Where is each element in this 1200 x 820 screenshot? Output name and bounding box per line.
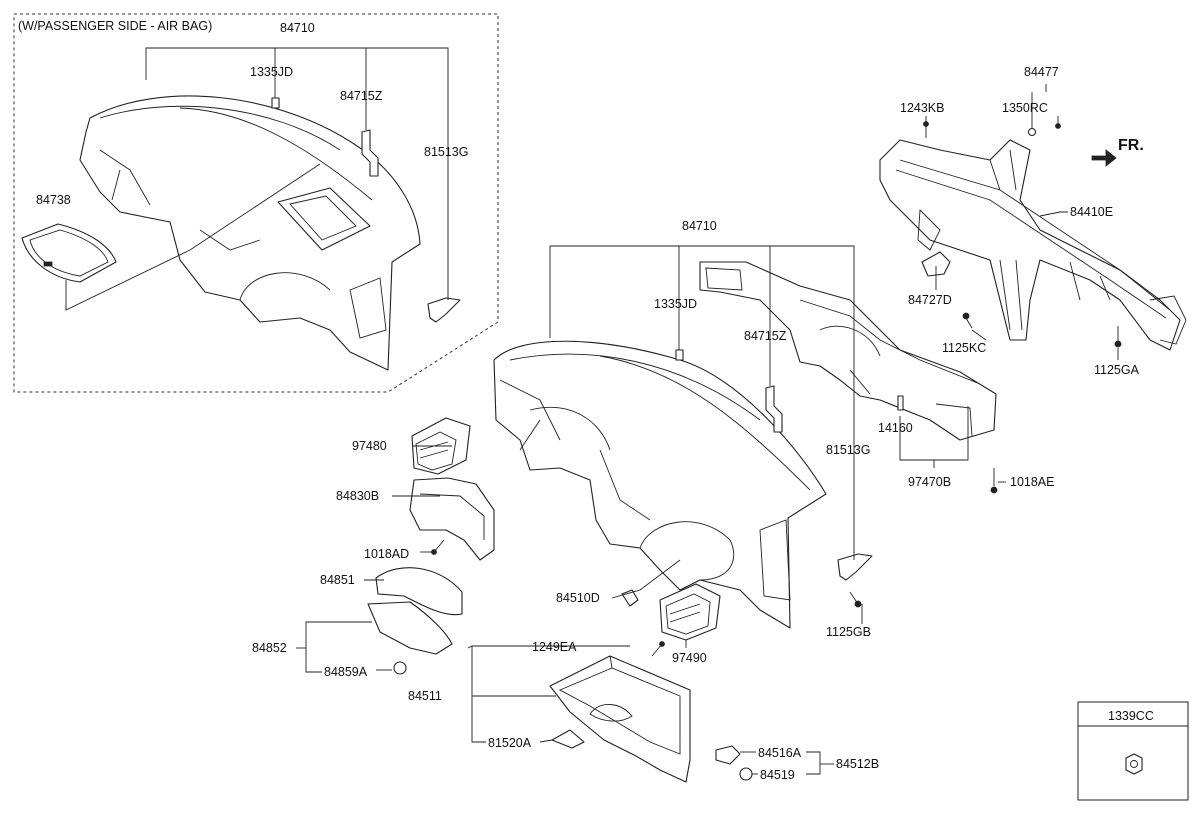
main-crash-pad-84710	[493, 340, 827, 629]
label-84512b: 84512B	[836, 757, 879, 771]
label-inset-84710: 84710	[280, 21, 315, 35]
hex-nut-icon	[1125, 753, 1143, 775]
label-97480: 97480	[352, 439, 387, 453]
clip-1335jd	[675, 349, 684, 361]
label-14160: 14160	[878, 421, 913, 435]
bolt-1018ae	[990, 468, 998, 494]
front-arrow-icon	[1091, 149, 1117, 167]
inset-airbag-group: (W/PASSENGER SIDE - AIR BAG) 8	[13, 13, 499, 393]
front-direction-indicator: FR.	[1091, 137, 1144, 167]
bracket-84715z	[765, 385, 783, 433]
label-1018ae: 1018AE	[1010, 475, 1054, 489]
inset-title: (W/PASSENGER SIDE - AIR BAG)	[18, 19, 212, 33]
inset-crash-pad	[79, 95, 421, 371]
label-84851: 84851	[320, 573, 355, 587]
shroud-upper-84851	[375, 567, 463, 616]
label-84727d: 84727D	[908, 293, 952, 307]
bolt-1249ea	[651, 641, 665, 657]
label-84477: 84477	[1024, 65, 1059, 79]
bracket-84727d	[921, 251, 951, 277]
label-1243kb: 1243KB	[900, 101, 944, 115]
label-84519: 84519	[760, 768, 795, 782]
inset-clip-1335jd	[271, 97, 280, 109]
label-84715z: 84715Z	[744, 329, 787, 343]
cover-84830b	[409, 477, 495, 561]
nut-1350rc	[1027, 127, 1037, 137]
label-inset-84715z: 84715Z	[340, 89, 383, 103]
bracket-81513g	[837, 553, 873, 581]
sensor-14160	[897, 395, 904, 411]
shroud-lower-84852	[367, 601, 453, 655]
label-inset-81513g: 81513G	[424, 145, 468, 159]
label-84516a: 84516A	[758, 746, 802, 760]
column-shroud	[367, 567, 463, 675]
damper-84516a	[715, 745, 741, 765]
label-97490: 97490	[672, 651, 707, 665]
label-81520a: 81520A	[488, 736, 532, 750]
label-81513g: 81513G	[826, 443, 870, 457]
inset-airbag-door	[277, 187, 371, 251]
cowl-cross-bar-84410e	[879, 139, 1187, 351]
inset-dashed-border	[13, 13, 499, 393]
inset-bracket-84715z	[361, 129, 379, 177]
glove-box-84511	[549, 655, 691, 783]
bolt-1243kb	[923, 121, 929, 138]
ring-84859a	[393, 661, 407, 675]
label-84510d: 84510D	[556, 591, 600, 605]
label-84830b: 84830B	[336, 489, 379, 503]
legend-box-1339cc: 1339CC	[1077, 701, 1189, 801]
label-84710: 84710	[682, 219, 717, 233]
bolt-1125kc	[962, 312, 973, 329]
label-84410e: 84410E	[1070, 205, 1113, 219]
label-84859a: 84859A	[324, 665, 368, 679]
label-1249ea: 1249EA	[532, 640, 577, 654]
label-1125ga: 1125GA	[1094, 363, 1140, 377]
label-84511: 84511	[408, 689, 442, 703]
legend-code: 1339CC	[1108, 709, 1154, 723]
front-label: FR.	[1118, 137, 1144, 154]
label-1125gb: 1125GB	[826, 625, 871, 639]
inset-bracket-81513g	[427, 297, 461, 323]
label-84852: 84852	[252, 641, 287, 655]
cover-81520a	[551, 729, 585, 749]
vent-97490	[659, 583, 721, 641]
bolt-84477	[1055, 116, 1061, 129]
label-1335jd: 1335JD	[654, 297, 697, 311]
label-1018ad: 1018AD	[364, 547, 409, 561]
bolt-1125gb	[849, 591, 862, 608]
label-1350rc: 1350RC	[1002, 101, 1048, 115]
label-inset-1335jd: 1335JD	[250, 65, 293, 79]
label-97470b: 97470B	[908, 475, 951, 489]
stopper-84519	[739, 767, 753, 781]
bolt-1125ga	[1114, 326, 1122, 348]
label-inset-84738: 84738	[36, 193, 71, 207]
label-1125kc: 1125KC	[942, 341, 986, 355]
inset-airbag-cover-84738	[21, 223, 117, 283]
